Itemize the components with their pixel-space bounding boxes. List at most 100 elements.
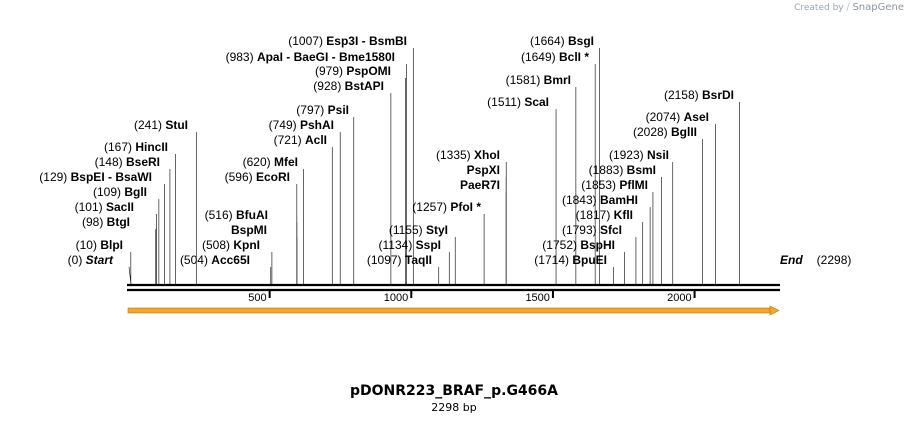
site-position: (1155) xyxy=(389,223,426,237)
site-position: (2028) xyxy=(633,125,671,139)
site-name: Esp3I - BsmBI xyxy=(326,34,407,48)
credit-brand: SnapGene xyxy=(852,2,904,13)
site-position: (1923) xyxy=(609,148,647,162)
site-label: (1714) BpuEI xyxy=(534,253,607,267)
site-label: (1923) NsiI xyxy=(609,148,669,162)
site-label: (979) PspOMI xyxy=(315,64,391,78)
site-label: (516) BfuAI xyxy=(205,208,268,222)
site-position: (508) xyxy=(202,238,233,252)
feature-arrow-body xyxy=(127,307,771,314)
site-label: BspMI xyxy=(231,223,267,237)
snapgene-credit: Created by ⧸ SnapGene xyxy=(794,2,904,13)
site-label: (109) BglI xyxy=(93,185,147,199)
site-label: (721) AclI xyxy=(274,133,327,147)
ruler-tick-label: 500 xyxy=(248,292,266,304)
site-position: (979) xyxy=(315,64,346,78)
site-name: BmrI xyxy=(544,73,571,87)
site-name: BspHI xyxy=(580,238,615,252)
site-label: (749) PshAI xyxy=(269,118,334,132)
ruler-tick-label: 2000 xyxy=(667,292,691,304)
site-position: (1134) xyxy=(379,238,416,252)
site-name: AclI xyxy=(305,133,327,147)
site-position: (504) xyxy=(180,253,211,267)
site-name: HincII xyxy=(135,140,168,154)
feature-arrow-head xyxy=(769,305,780,316)
site-position: (10) xyxy=(76,238,101,252)
site-label: (1581) BmrI xyxy=(506,73,571,87)
site-position: (1714) xyxy=(534,253,572,267)
site-name: PsiI xyxy=(328,103,349,117)
site-position: (101) xyxy=(75,200,106,214)
site-label: (1007) Esp3I - BsmBI xyxy=(288,34,407,48)
site-name: BfuAI xyxy=(236,208,268,222)
site-position: (596) xyxy=(225,170,256,184)
site-name: XhoI xyxy=(474,148,500,162)
site-position: (109) xyxy=(93,185,124,199)
site-name: BclI * xyxy=(559,50,589,64)
site-name: BseRI xyxy=(126,155,160,169)
site-position: (1257) xyxy=(412,200,450,214)
site-label: (596) EcoRI xyxy=(225,170,290,184)
site-label: PspXI xyxy=(467,163,500,177)
site-label: (620) MfeI xyxy=(243,155,298,169)
site-name: ScaI xyxy=(524,95,549,109)
site-name: BsmI xyxy=(627,163,656,177)
site-name: Acc65I xyxy=(211,253,250,267)
site-label: (167) HincII xyxy=(104,140,168,154)
site-label: End(2298) xyxy=(780,253,851,267)
credit-prefix: Created by xyxy=(794,3,844,13)
site-position: (797) xyxy=(296,103,327,117)
site-label: (1511) ScaI xyxy=(487,95,549,109)
site-name: StuI xyxy=(165,118,188,132)
site-position: (1581) xyxy=(506,73,544,87)
snapgene-logo-icon: ⧸ xyxy=(846,3,850,13)
bp-ruler: 500 1000 1500 2000 xyxy=(248,290,696,304)
site-name: BglI xyxy=(124,185,147,199)
site-name: KflI xyxy=(614,208,633,222)
site-name: BstAPI xyxy=(345,79,384,93)
site-position: (928) xyxy=(313,79,344,93)
site-label: (1335) XhoI xyxy=(436,148,500,162)
site-label: (1843) BamHI xyxy=(562,193,638,207)
map-title: pDONR223_BRAF_p.G466A xyxy=(349,383,558,399)
site-position: (2074) xyxy=(646,110,684,124)
site-name: PspOMI xyxy=(346,64,391,78)
site-position: (2158) xyxy=(664,88,702,102)
site-name: Start xyxy=(86,253,114,267)
ruler-tick-label: 1000 xyxy=(384,292,408,304)
site-position: (1752) xyxy=(542,238,580,252)
site-name: SacII xyxy=(106,200,134,214)
site-label: (928) BstAPI xyxy=(313,79,384,93)
site-position: (1007) xyxy=(288,34,326,48)
site-label: (1155) StyI xyxy=(389,223,448,237)
site-label: (129) BspEI - BsaWI xyxy=(39,170,152,184)
feature-arrow xyxy=(127,305,780,316)
site-position: (749) xyxy=(269,118,300,132)
site-leader-lines xyxy=(128,48,740,285)
site-label: (1664) BsgI xyxy=(530,34,594,48)
site-label: (1853) PflMI xyxy=(581,178,648,192)
site-position: (983) xyxy=(226,50,257,64)
site-name: StyI xyxy=(426,223,448,237)
site-position: (0) xyxy=(68,253,86,267)
ruler-tick-label: 1500 xyxy=(525,292,549,304)
site-position: (1853) xyxy=(581,178,619,192)
site-label: (2074) AseI xyxy=(646,110,709,124)
site-label: (1752) BspHI xyxy=(542,238,615,252)
site-label: (1817) KflI xyxy=(576,208,633,222)
site-label: (1257) PfoI * xyxy=(412,200,481,214)
site-name: End xyxy=(780,253,803,267)
site-labels: (0) Start(10) BlpI(98) BtgI(101) SacII(1… xyxy=(39,34,851,267)
site-position: (1511) xyxy=(487,95,524,109)
site-label: (1793) SfcI xyxy=(562,223,622,237)
site-name: ApaI - BaeGI - Bme1580I xyxy=(257,50,395,64)
site-position: (148) xyxy=(95,155,126,169)
site-label: (10) BlpI xyxy=(76,238,123,252)
site-label: (0) Start xyxy=(68,253,114,267)
site-position: (1843) xyxy=(562,193,600,207)
site-label: (797) PsiI xyxy=(296,103,349,117)
map-length: 2298 bp xyxy=(431,401,477,414)
site-label: (1097) TaqII xyxy=(367,253,432,267)
site-position: (516) xyxy=(205,208,236,222)
